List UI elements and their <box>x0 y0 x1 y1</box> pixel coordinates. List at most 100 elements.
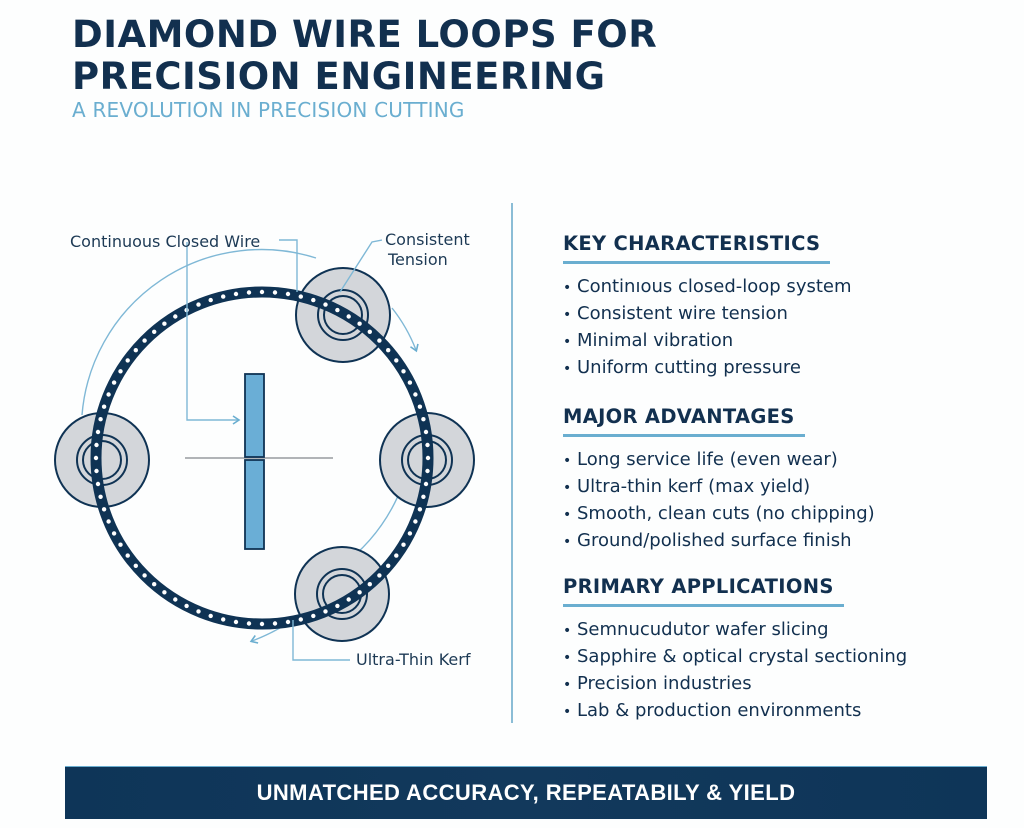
workpiece-lower <box>244 459 265 550</box>
diamond-bead <box>173 597 178 602</box>
diamond-bead <box>259 289 265 295</box>
diamond-bead <box>323 609 328 614</box>
diamond-bead <box>423 429 429 435</box>
bullet-icon: • <box>563 677 572 693</box>
diamond-bead <box>425 455 431 461</box>
diamond-bead <box>142 338 147 343</box>
list-item: •Ultra-thin kerf (max yield) <box>563 474 875 501</box>
banner-text: UNMATCHED ACCURACY, REPEATABILY & YIELD <box>256 780 796 805</box>
diamond-bead <box>221 294 226 299</box>
diamond-bead <box>196 302 201 307</box>
diamond-bead <box>425 468 430 474</box>
diamond-bead <box>246 290 252 295</box>
list-item: •Long service life (even wear) <box>563 447 875 474</box>
list-item: •Ground/polished surface finish <box>563 528 875 555</box>
list-item: •Sapphire & optical crystal sectioning <box>563 644 907 671</box>
diamond-bead <box>425 442 430 448</box>
title-line-1: DIAMOND WIRE LOOPS FOR <box>72 13 658 56</box>
diamond-bead <box>118 542 123 547</box>
diamond-bead <box>421 494 426 499</box>
section-heading: MAJOR ADVANTAGES <box>563 405 805 437</box>
title-line-2: PRECISION ENGINEERING <box>72 55 606 98</box>
diamond-bead <box>394 358 399 363</box>
feature-list: •Continıous closed-loop system •Consiste… <box>563 274 852 382</box>
diamond-bead <box>221 617 226 622</box>
diamond-bead <box>386 348 391 353</box>
diamond-bead <box>285 619 291 625</box>
diamond-bead <box>233 291 239 297</box>
diamond-bead <box>401 369 406 374</box>
diamond-bead <box>125 358 130 363</box>
diamond-bead <box>152 329 157 334</box>
diamond-bead <box>421 417 426 422</box>
pulley-bottom <box>294 546 390 642</box>
diamond-bead <box>413 392 418 397</box>
page-title: DIAMOND WIRE LOOPS FOR PRECISION ENGINEE… <box>72 14 657 98</box>
label-tension-1: Consistent <box>385 230 470 249</box>
label-tension-2: Tension <box>388 250 448 269</box>
feature-list: •Semnucudutor wafer slicing •Sapphire & … <box>563 617 907 725</box>
diamond-bead <box>111 380 117 385</box>
section-major-advantages: MAJOR ADVANTAGES •Long service life (eve… <box>563 405 875 555</box>
kerf-leader <box>292 620 350 661</box>
diamond-bead <box>367 329 372 334</box>
motion-arc-top <box>81 248 317 416</box>
diamond-bead <box>94 442 99 448</box>
section-primary-applications: PRIMARY APPLICATIONS •Semnucudutor wafer… <box>563 575 907 725</box>
diamond-bead <box>285 291 291 297</box>
diamond-bead <box>298 294 303 299</box>
diamond-bead <box>298 617 303 622</box>
diamond-bead <box>394 553 399 558</box>
label-closed-wire: Continuous Closed Wire <box>70 232 261 251</box>
diamond-bead <box>152 582 157 587</box>
column-divider <box>511 203 513 723</box>
bullet-icon: • <box>563 623 572 639</box>
closed-wire-leader <box>186 242 241 425</box>
diamond-bead <box>196 609 201 614</box>
diamond-bead <box>367 582 372 587</box>
diamond-bead <box>101 404 107 409</box>
diamond-bead <box>335 603 340 609</box>
diamond-beads <box>93 289 431 627</box>
bullet-icon: • <box>563 361 572 377</box>
diamond-bead <box>413 519 418 524</box>
feature-list: •Long service life (even wear) •Ultra-th… <box>563 447 875 555</box>
diamond-bead <box>346 314 351 319</box>
diamond-bead <box>208 297 213 303</box>
diamond-bead <box>233 619 239 625</box>
diamond-bead <box>401 542 406 547</box>
diamond-bead <box>162 321 167 326</box>
footer-banner: UNMATCHED ACCURACY, REPEATABILY & YIELD <box>65 766 987 819</box>
bullet-icon: • <box>563 650 572 666</box>
diamond-bead <box>162 590 167 595</box>
diamond-bead <box>357 590 362 595</box>
section-key-characteristics: KEY CHARACTERISTICS •Continıous closed-l… <box>563 232 852 382</box>
bullet-icon: • <box>563 307 572 323</box>
diamond-bead <box>133 348 138 353</box>
diamond-bead <box>407 531 413 536</box>
subtitle: A REVOLUTION IN PRECISION CUTTING <box>72 98 465 122</box>
section-heading: PRIMARY APPLICATIONS <box>563 575 844 607</box>
diamond-bead <box>311 297 316 303</box>
diamond-bead <box>335 307 340 313</box>
diamond-bead <box>95 481 101 487</box>
diamond-bead <box>125 553 130 558</box>
diamond-bead <box>259 621 265 627</box>
wire-loop-diagram: Continuous Closed Wire Consistent Tensio… <box>0 180 510 720</box>
bullet-icon: • <box>563 480 572 496</box>
list-item: •Semnucudutor wafer slicing <box>563 617 907 644</box>
bullet-icon: • <box>563 280 572 296</box>
list-item: •Continıous closed-loop system <box>563 274 852 301</box>
diamond-bead <box>142 573 147 578</box>
diamond-bead <box>111 531 117 536</box>
diamond-bead <box>106 519 111 524</box>
diamond-bead <box>377 338 382 343</box>
diamond-bead <box>311 613 316 619</box>
diamond-bead <box>184 603 189 609</box>
list-item: •Lab & production environments <box>563 698 907 725</box>
list-item: •Uniform cutting pressure <box>563 355 852 382</box>
diamond-bead <box>423 481 429 487</box>
section-heading: KEY CHARACTERISTICS <box>563 232 831 264</box>
tension-leader <box>339 239 383 293</box>
diamond-bead <box>208 613 213 619</box>
